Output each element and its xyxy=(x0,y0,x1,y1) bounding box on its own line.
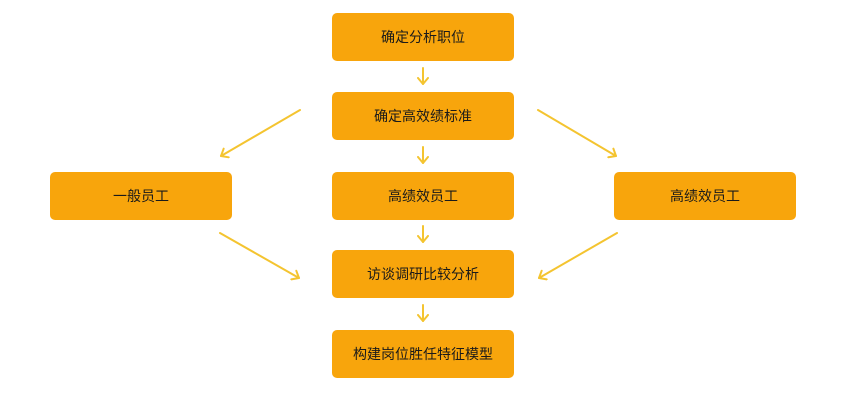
node-high-performer-right: 高绩效员工 xyxy=(614,172,796,220)
node-label: 构建岗位胜任特征模型 xyxy=(353,347,493,363)
node-build-model: 构建岗位胜任特征模型 xyxy=(332,330,514,378)
node-high-performer-center: 高绩效员工 xyxy=(332,172,514,220)
arrow-standard-to-high-performer-right xyxy=(537,109,617,159)
node-high-performance-standard: 确定高效绩标准 xyxy=(332,92,514,140)
node-determine-position: 确定分析职位 xyxy=(332,13,514,61)
node-label: 一般员工 xyxy=(113,189,169,205)
arrow-standard-to-general-staff xyxy=(220,109,301,159)
node-label: 高绩效员工 xyxy=(388,189,458,205)
node-label: 确定分析职位 xyxy=(381,30,465,46)
node-interview-analysis: 访谈调研比较分析 xyxy=(332,250,514,298)
node-label: 访谈调研比较分析 xyxy=(367,267,479,283)
node-label: 确定高效绩标准 xyxy=(374,109,472,125)
arrow-general-staff-to-interview xyxy=(219,232,300,281)
node-label: 高绩效员工 xyxy=(670,189,740,205)
arrow-high-performer-right-to-interview xyxy=(538,232,618,281)
node-general-staff: 一般员工 xyxy=(50,172,232,220)
